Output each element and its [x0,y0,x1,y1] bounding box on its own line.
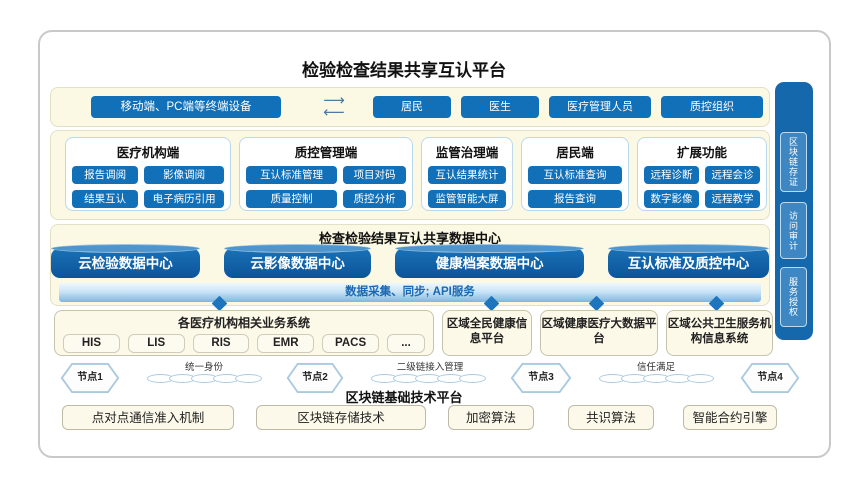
blockchain-node-1: 节点1 [60,362,120,394]
cylinder-mutual-recognition-qc-center: 互认标准及质控中心 [608,244,769,278]
client-column-qc-management: 质控管理端 互认标准管理 项目对码 质量控制 质控分析 [239,137,413,211]
blockchain-node-2: 节点2 [286,362,344,394]
feature-button: 互认标准查询 [528,166,622,184]
feature-button: 报告查询 [528,190,622,208]
role-buttons: 居民 医生 医疗管理人员 质控组织 [373,96,763,118]
component-p2p-access: 点对点通信准入机制 [62,405,234,430]
public-health-systems-box: 区域公共卫生服务机构信息系统 [666,310,773,356]
system-emr: EMR [257,334,315,353]
access-layer-band: 移动端、PC端等终端设备 ⟶⟵ 居民 医生 医疗管理人员 质控组织 [50,87,770,127]
role-medical-manager: 医疗管理人员 [549,96,651,118]
cylinder-imaging-data-center: 云影像数据中心 [224,244,372,278]
data-center-band: 检查检验结果互认共享数据中心 云检验数据中心 云影像数据中心 健康档案数据中心 … [50,224,770,306]
regional-platform-label: 区域健康医疗大数据平台 [541,318,657,345]
feature-button: 远程诊断 [644,166,699,184]
feature-button: 数字影像 [644,190,699,208]
feature-button: 互认结果统计 [428,166,506,184]
cylinder-lab-data-center: 云检验数据中心 [51,244,201,278]
api-service-bar: 数据采集、同步; API服务 [59,283,761,302]
feature-button: 结果互认 [72,190,139,208]
client-column-resident: 居民端 互认标准查询 报告查询 [521,137,629,211]
column-title: 监管治理端 [435,146,499,160]
feature-button: 电子病历引用 [144,190,224,208]
feature-button: 质量控制 [246,190,338,208]
client-column-medical-institution: 医疗机构端 报告调阅 影像调阅 结果互认 电子病历引用 [65,137,231,211]
component-encryption: 加密算法 [448,405,534,430]
role-resident: 居民 [373,96,451,118]
feature-button: 报告调阅 [72,166,139,184]
feature-button: 影像调阅 [144,166,224,184]
component-smart-contract: 智能合约引擎 [683,405,777,430]
regional-health-info-platform-box: 区域全民健康信息平台 [442,310,532,356]
feature-button: 监管智能大屏 [428,190,506,208]
blockchain-platform-title: 区块链基础技术平台 [345,390,463,405]
platform-frame: 检验检查结果共享互认平台 移动端、PC端等终端设备 ⟶⟵ 居民 医生 医疗管理人… [38,30,831,458]
data-center-cylinders: 云检验数据中心 云影像数据中心 健康档案数据中心 互认标准及质控中心 [51,244,769,278]
column-title: 居民端 [556,146,594,160]
system-pacs: PACS [322,334,379,353]
client-layer-band: 医疗机构端 报告调阅 影像调阅 结果互认 电子病历引用 质控管理端 互认标准管理… [50,130,770,220]
regional-platform-label: 区域公共卫生服务机构信息系统 [667,318,772,345]
system-his: HIS [63,334,120,353]
regional-big-data-platform-box: 区域健康医疗大数据平台 [540,310,658,356]
data-center-title: 检查检验结果互认共享数据中心 [318,231,501,246]
feature-button: 项目对码 [343,166,406,184]
feature-button: 互认标准管理 [246,166,338,184]
column-title: 质控管理端 [294,146,358,160]
terminal-devices-button: 移动端、PC端等终端设备 [91,96,281,118]
security-item-access-audit: 访问审计 [780,202,807,259]
hospital-systems-title: 各医疗机构相关业务系统 [177,316,310,330]
security-item-blockchain-evidence: 区块链存证 [780,132,807,192]
client-column-extended-functions: 扩展功能 远程诊断 远程会诊 数字影像 远程教学 [637,137,767,211]
security-sidebar: 安全 区块链存证 访问审计 服务授权 [775,82,824,340]
chain-links-icon [126,373,282,383]
component-storage: 区块链存储技术 [256,405,426,430]
chain-label: 二级链接入管理 [396,362,464,373]
chain-links-icon [350,373,506,383]
page-title: 检验检查结果共享互认平台 [302,61,506,80]
system-lis: LIS [127,334,185,353]
column-title: 扩展功能 [676,146,727,160]
column-title: 医疗机构端 [116,146,180,160]
system-ris: RIS [192,334,250,353]
chain-label: 统一身份 [184,362,224,373]
security-item-service-authorization: 服务授权 [780,267,807,327]
chain-links-icon [578,373,734,383]
component-consensus: 共识算法 [568,405,654,430]
hospital-systems-box: 各医疗机构相关业务系统 HIS LIS RIS EMR PACS ... [54,310,434,356]
blockchain-node-3: 节点3 [510,362,572,394]
role-qc-organization: 质控组织 [661,96,763,118]
system-more: ... [386,334,425,353]
client-column-supervision: 监管治理端 互认结果统计 监管智能大屏 [421,137,513,211]
cylinder-health-record-data-center: 健康档案数据中心 [395,244,584,278]
feature-button: 质控分析 [343,190,406,208]
regional-platform-label: 区域全民健康信息平台 [446,318,528,345]
blockchain-node-4: 节点4 [740,362,800,394]
feature-button: 远程教学 [705,190,760,208]
bidirectional-sync-arrows-icon: ⟶⟵ [323,92,345,121]
role-doctor: 医生 [461,96,539,118]
security-sidebar-title: 安全 [812,97,824,123]
feature-button: 远程会诊 [705,166,760,184]
chain-label: 信任满足 [636,362,676,373]
